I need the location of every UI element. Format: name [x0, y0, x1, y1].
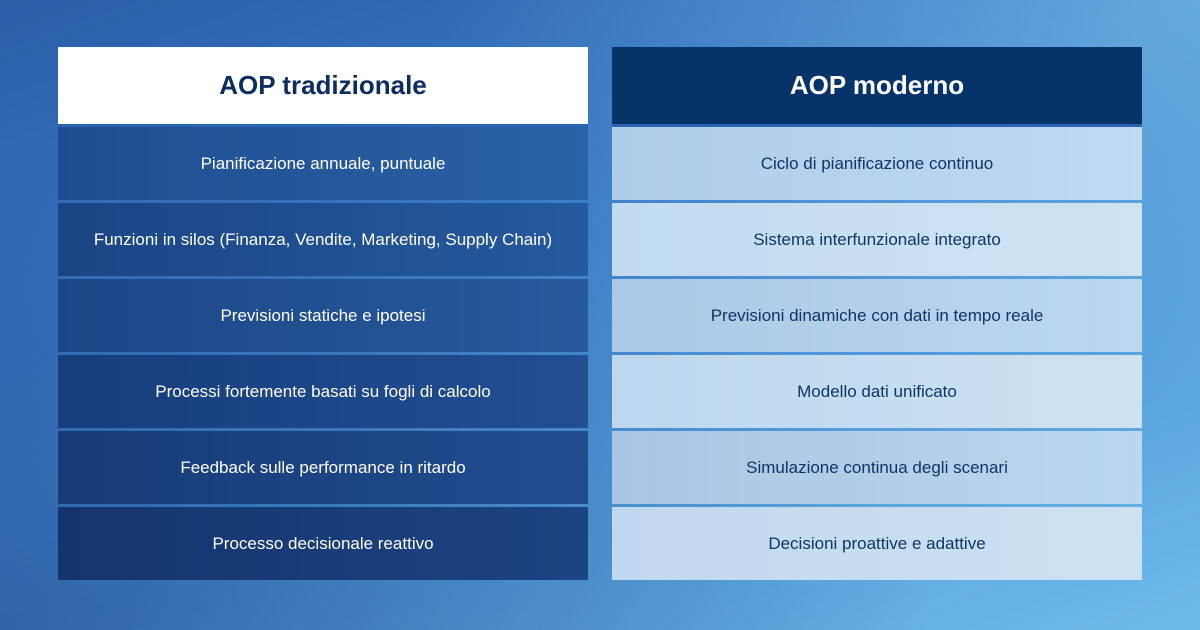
modern-item: Decisioni proattive e adattive [612, 507, 1142, 580]
traditional-item: Feedback sulle performance in ritardo [58, 431, 588, 504]
modern-item: Sistema interfunzionale integrato [612, 203, 1142, 276]
modern-aop-list: Ciclo di pianificazione continuo Sistema… [612, 127, 1142, 580]
modern-item: Previsioni dinamiche con dati in tempo r… [612, 279, 1142, 352]
modern-item: Simulazione continua degli scenari [612, 431, 1142, 504]
traditional-aop-header: AOP tradizionale [58, 47, 588, 127]
traditional-item: Processo decisionale reattivo [58, 507, 588, 580]
modern-item: Ciclo di pianificazione continuo [612, 127, 1142, 200]
traditional-item: Processi fortemente basati su fogli di c… [58, 355, 588, 428]
modern-aop-column: AOP moderno Ciclo di pianificazione cont… [612, 47, 1142, 580]
traditional-item: Funzioni in silos (Finanza, Vendite, Mar… [58, 203, 588, 276]
traditional-item: Previsioni statiche e ipotesi [58, 279, 588, 352]
traditional-item: Pianificazione annuale, puntuale [58, 127, 588, 200]
modern-aop-header: AOP moderno [612, 47, 1142, 127]
modern-item: Modello dati unificato [612, 355, 1142, 428]
traditional-aop-list: Pianificazione annuale, puntuale Funzion… [58, 127, 588, 580]
traditional-aop-column: AOP tradizionale Pianificazione annuale,… [58, 47, 588, 580]
